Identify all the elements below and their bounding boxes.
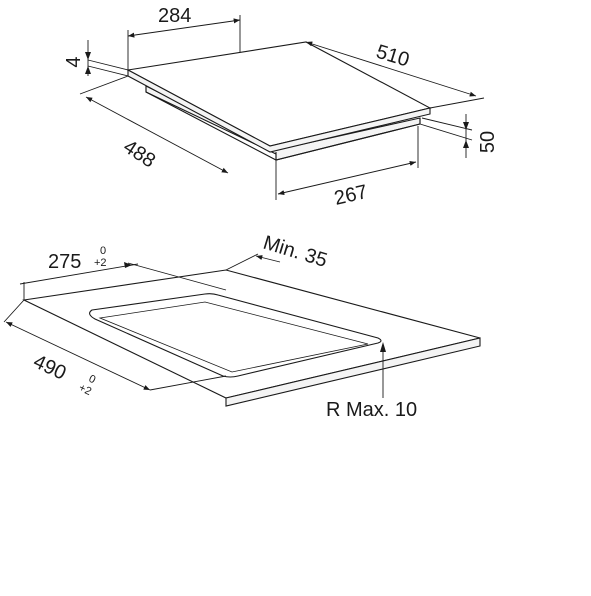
dim-label-490: 490 (30, 351, 70, 385)
dim-label-275: 275 (48, 251, 81, 273)
dim-line-510 (305, 41, 477, 97)
hob-drawing: 284 510 4 488 50 267 (63, 5, 499, 210)
dim-line-275 (19, 263, 139, 285)
tol-275-upper: 0 (100, 245, 106, 257)
ext-line (127, 262, 227, 291)
arrow (463, 122, 469, 130)
dim-line-267 (277, 160, 417, 196)
cutout-drawing: 275 0 +2 Min. 35 490 0 +2 R Max. 10 (3, 232, 481, 421)
arrow (85, 52, 91, 60)
tol-275-lower: +2 (94, 257, 107, 269)
ext-line (419, 123, 473, 141)
arrow (463, 140, 469, 148)
ext-line (421, 117, 473, 131)
worktop-edge (225, 337, 481, 407)
ext-line (429, 97, 485, 109)
cutout-opening (89, 293, 382, 378)
dim-line-490 (5, 321, 151, 391)
dim-label-50: 50 (477, 131, 499, 153)
cutout-inner-edge (98, 301, 369, 373)
arrow (380, 342, 386, 352)
ext-line (79, 75, 129, 95)
dim-line-284 (127, 18, 241, 38)
ext-line (3, 299, 25, 323)
dim-line-488 (85, 96, 229, 174)
ext-line (87, 65, 129, 77)
arrow (124, 262, 132, 268)
dim-label-267: 267 (332, 181, 369, 210)
tol-490-upper: 0 (87, 373, 98, 386)
dim-label-4: 4 (63, 56, 85, 67)
ext-line (225, 253, 259, 271)
dim-label-radius: R Max. 10 (326, 399, 417, 421)
dim-line-min35 (255, 255, 281, 263)
ext-line (87, 59, 129, 71)
arrow (85, 66, 91, 74)
tol-490-lower: +2 (77, 382, 93, 398)
dim-label-min35: Min. 35 (261, 232, 330, 272)
dim-label-488: 488 (119, 136, 159, 173)
ext-line (149, 375, 227, 391)
dim-label-284: 284 (158, 5, 191, 27)
dim-label-510: 510 (374, 41, 412, 72)
